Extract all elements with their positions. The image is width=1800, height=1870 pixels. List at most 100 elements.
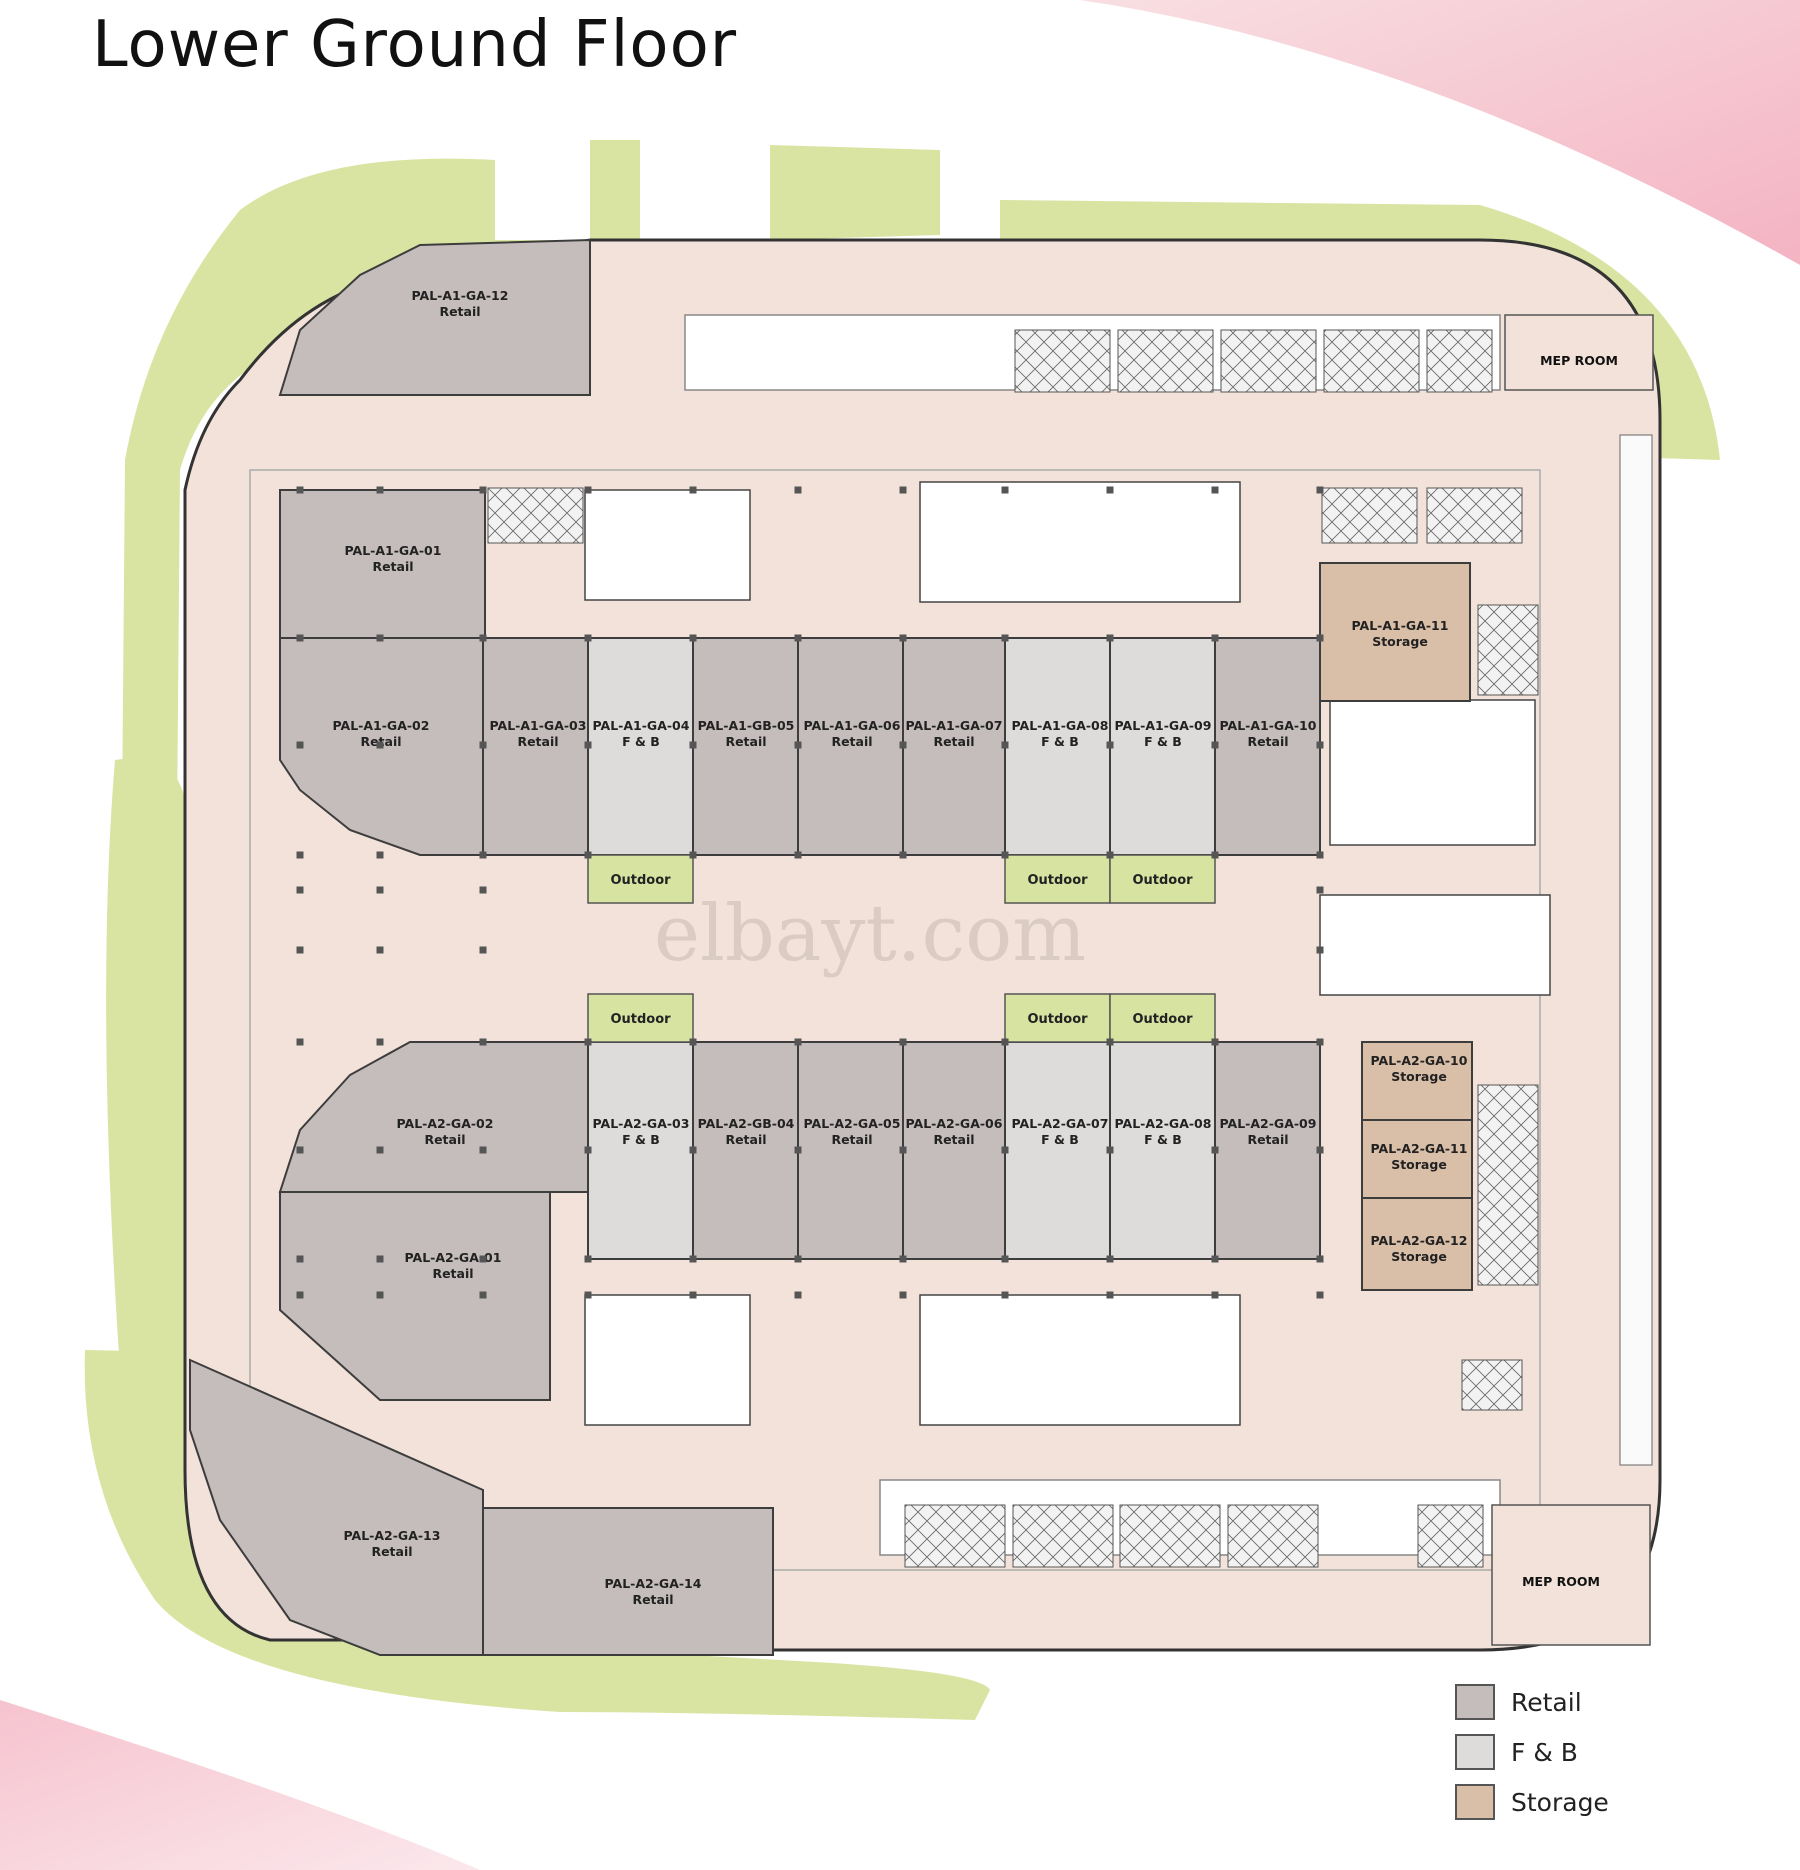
unit-shape — [1361, 1197, 1473, 1291]
column — [584, 741, 592, 749]
column — [899, 741, 907, 749]
unit-id-label: PAL-A2-GA-12 — [1371, 1233, 1468, 1248]
unit-id-label: PAL-A1-GB-05 — [698, 718, 795, 733]
unit-use-label: Retail — [933, 734, 974, 749]
unit-use-label: Retail — [372, 559, 413, 574]
unit-use-label: Storage — [1391, 1249, 1447, 1264]
outdoor-shape — [1109, 854, 1216, 904]
outdoor-area-5[interactable]: Outdoor — [1004, 993, 1111, 1043]
column — [1106, 486, 1114, 494]
column — [899, 851, 907, 859]
unit-use-label: Storage — [1372, 634, 1428, 649]
column — [1106, 851, 1114, 859]
mep-room-bottom[interactable]: MEP ROOM — [1491, 1504, 1651, 1646]
column — [296, 486, 304, 494]
column — [689, 851, 697, 859]
unit-id-label: PAL-A2-GA-14 — [605, 1576, 702, 1591]
unit-use-label: Retail — [725, 734, 766, 749]
unit-pal-a1-ga-04[interactable]: PAL-A1-GA-04F & B — [587, 637, 694, 856]
unit-use-label: Retail — [725, 1132, 766, 1147]
column — [1316, 851, 1324, 859]
column — [1106, 1291, 1114, 1299]
column — [689, 1146, 697, 1154]
outdoor-area-3[interactable]: Outdoor — [1109, 854, 1216, 904]
column — [1211, 634, 1219, 642]
column — [1211, 1146, 1219, 1154]
unit-use-label: Retail — [831, 1132, 872, 1147]
column — [1106, 1255, 1114, 1263]
column — [584, 851, 592, 859]
unit-shape — [797, 637, 904, 856]
unit-use-label: Storage — [1391, 1157, 1447, 1172]
column — [1316, 1038, 1324, 1046]
outdoor-area-2[interactable]: Outdoor — [1004, 854, 1111, 904]
mep-room-top[interactable]: MEP ROOM — [1504, 314, 1654, 391]
legend-swatch-fnb — [1455, 1734, 1495, 1770]
outdoor-area-6[interactable]: Outdoor — [1109, 993, 1216, 1043]
unit-shape — [797, 1041, 904, 1260]
column — [899, 1146, 907, 1154]
unit-shape — [902, 1041, 1006, 1260]
unit-shape — [587, 637, 694, 856]
unit-pal-a1-ga-09[interactable]: PAL-A1-GA-09F & B — [1109, 637, 1216, 856]
column — [296, 1291, 304, 1299]
column — [376, 741, 384, 749]
unit-use-label: F & B — [622, 734, 660, 749]
unit-pal-a2-ga-07[interactable]: PAL-A2-GA-07F & B — [1004, 1041, 1111, 1260]
column — [584, 1038, 592, 1046]
unit-shape — [587, 1041, 694, 1260]
column — [794, 1255, 802, 1263]
units-layer: PAL-A1-GA-12RetailPAL-A1-GA-01RetailPAL-… — [189, 238, 1473, 1656]
column — [899, 1255, 907, 1263]
column — [1001, 1291, 1009, 1299]
column — [584, 486, 592, 494]
unit-shape — [482, 1507, 774, 1656]
column — [584, 1291, 592, 1299]
unit-pal-a2-ga-03[interactable]: PAL-A2-GA-03F & B — [587, 1041, 694, 1260]
unit-shape — [279, 1191, 551, 1401]
legend-label-fnb: F & B — [1511, 1737, 1578, 1767]
outdoor-area-4[interactable]: Outdoor — [587, 993, 694, 1043]
column — [1001, 1146, 1009, 1154]
unit-pal-a1-ga-08[interactable]: PAL-A1-GA-08F & B — [1004, 637, 1111, 856]
outdoor-label: Outdoor — [1027, 873, 1088, 888]
column — [899, 1038, 907, 1046]
unit-use-label: Retail — [517, 734, 558, 749]
column — [1001, 1038, 1009, 1046]
unit-pal-a2-ga-08[interactable]: PAL-A2-GA-08F & B — [1109, 1041, 1216, 1260]
mep-room-top-label: MEP ROOM — [1540, 353, 1618, 368]
parking-bays-bottom — [904, 1359, 1523, 1568]
column — [479, 741, 487, 749]
unit-use-label: Retail — [933, 1132, 974, 1147]
unit-id-label: PAL-A1-GA-02 — [333, 718, 430, 733]
column — [689, 486, 697, 494]
unit-id-label: PAL-A1-GA-06 — [804, 718, 901, 733]
unit-shape — [692, 637, 799, 856]
accent-shape-bottom-left — [0, 1700, 480, 1870]
outdoor-area-1[interactable]: Outdoor — [587, 854, 694, 904]
unit-id-label: PAL-A1-GA-10 — [1220, 718, 1317, 733]
unit-id-label: PAL-A2-GA-03 — [593, 1116, 690, 1131]
column — [479, 1255, 487, 1263]
unit-id-label: PAL-A1-GA-11 — [1352, 618, 1449, 633]
column — [794, 741, 802, 749]
unit-use-label: F & B — [1041, 1132, 1079, 1147]
